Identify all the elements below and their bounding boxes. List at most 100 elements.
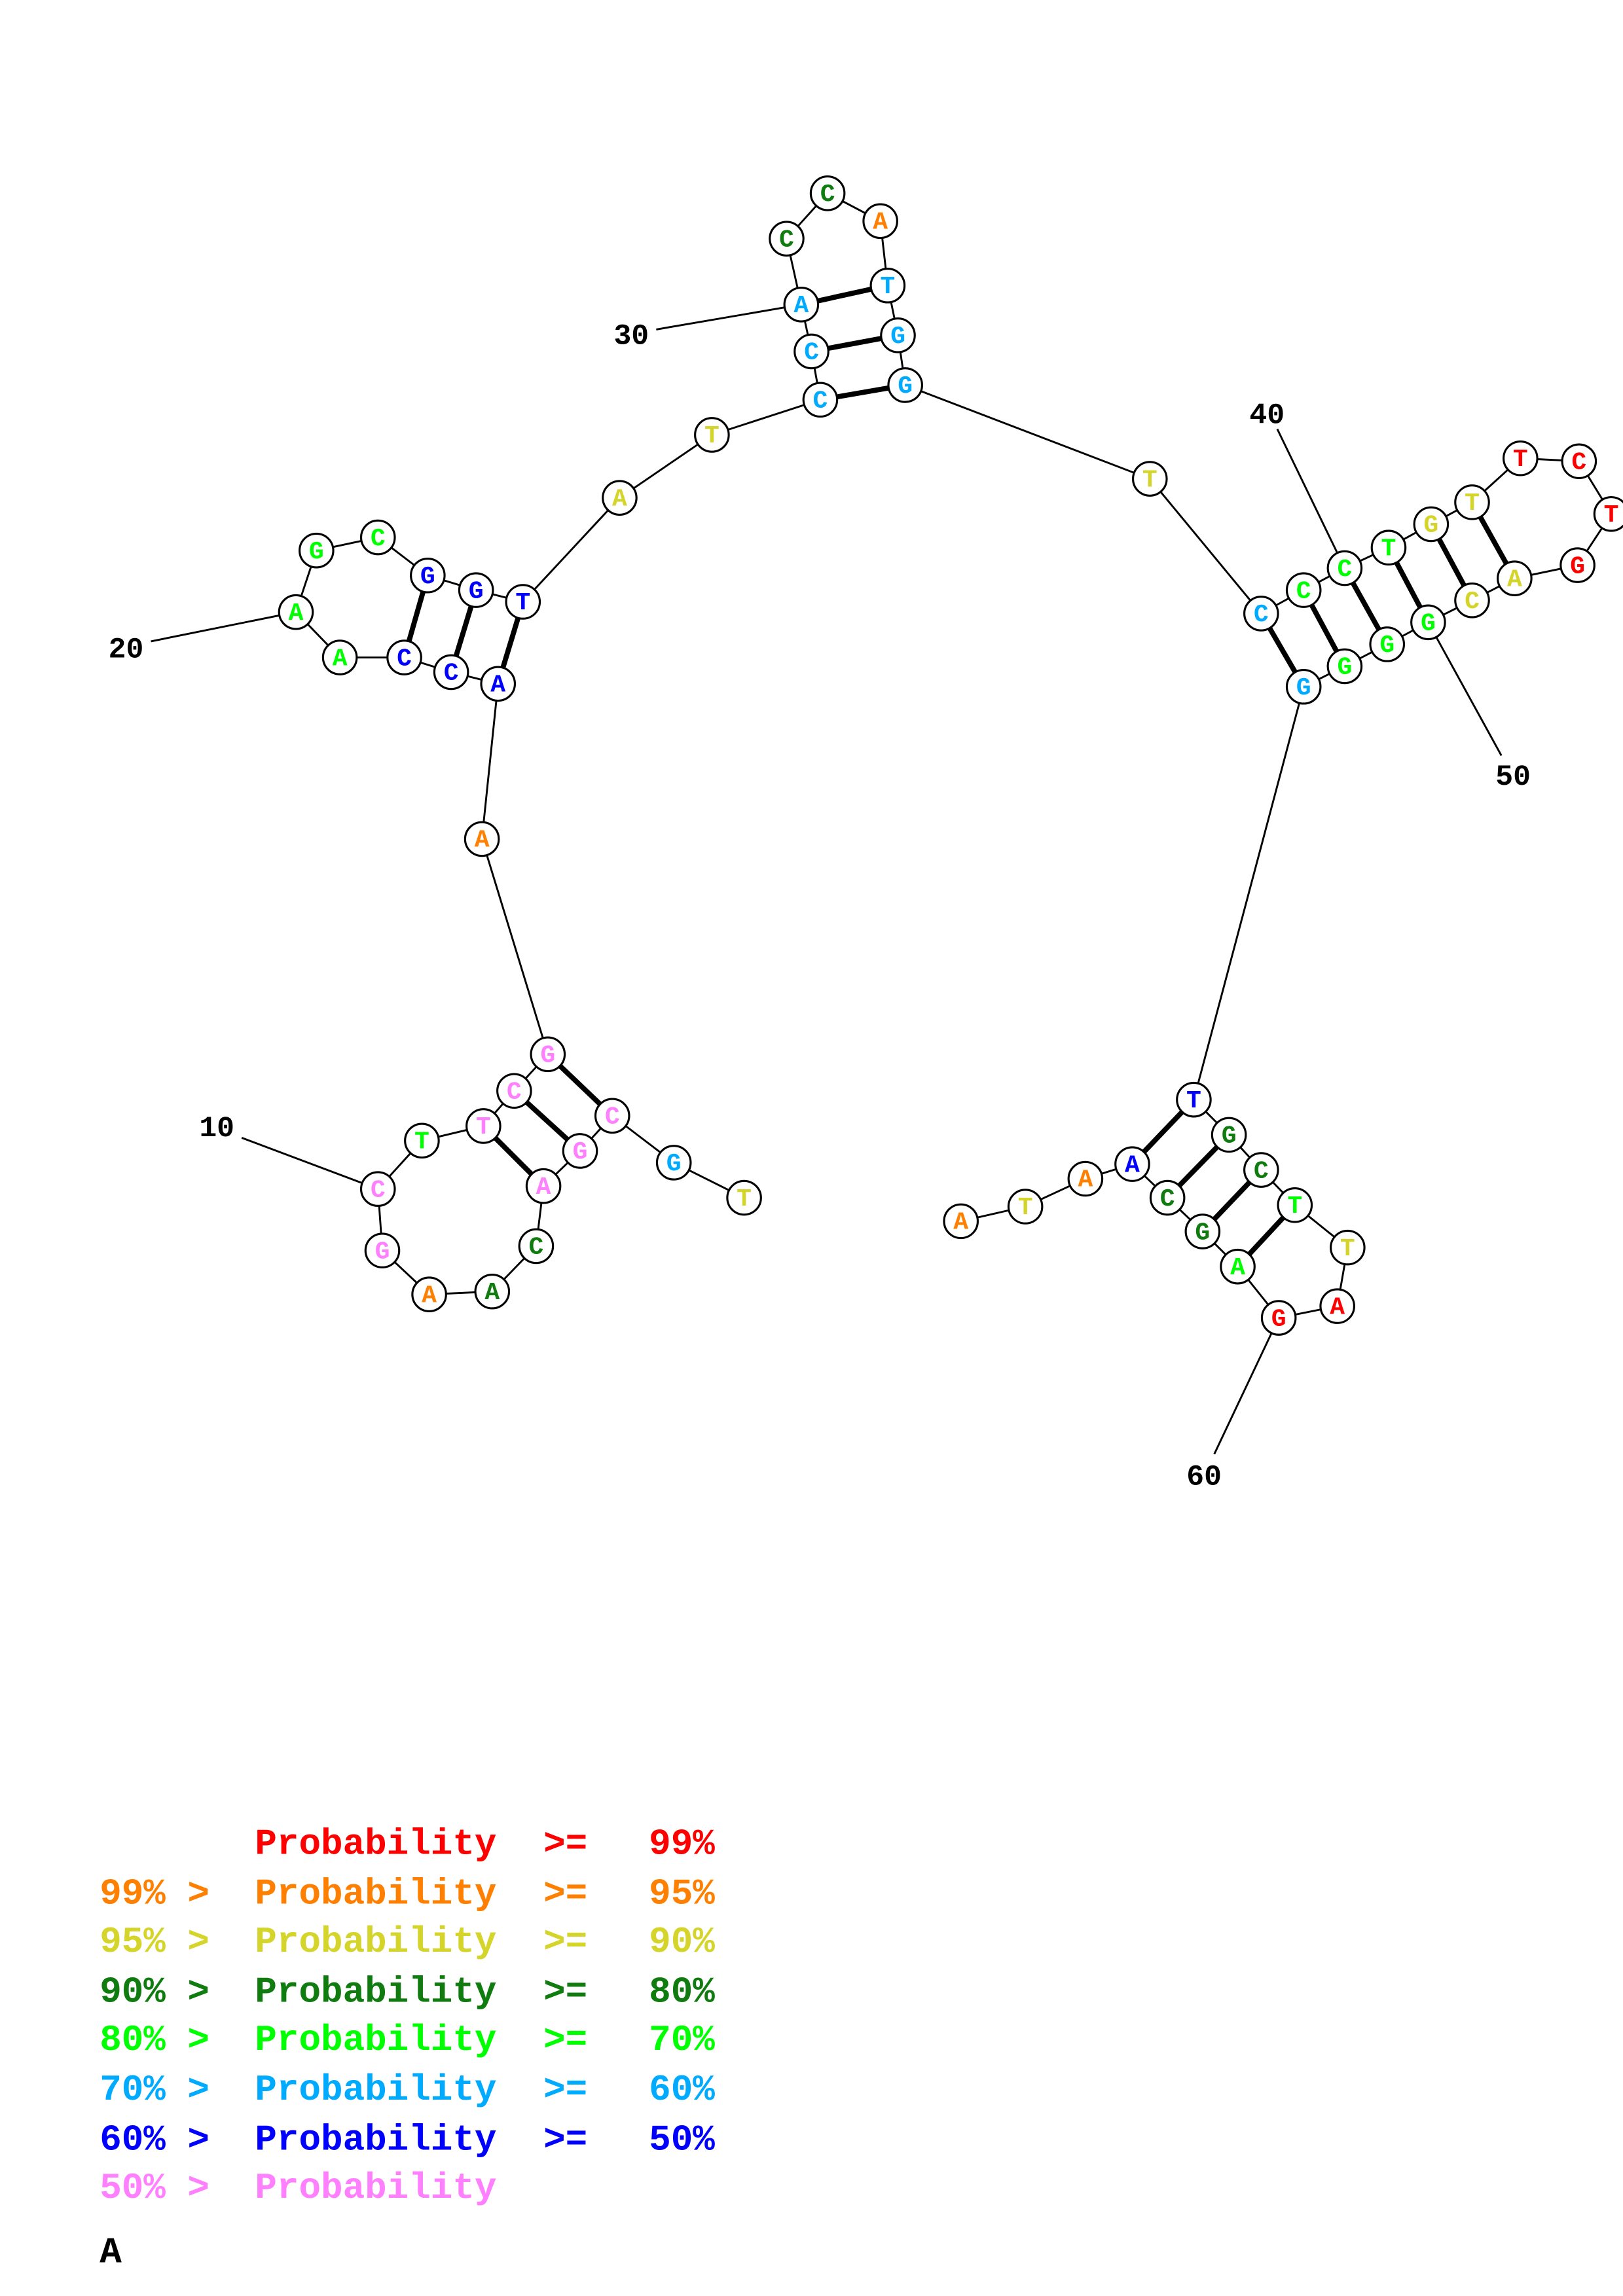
nucleotide-letter: C [397, 645, 412, 673]
nucleotide-circle [1559, 547, 1596, 583]
legend-value: 80% [649, 1971, 715, 2013]
nucleotide: A [862, 203, 898, 240]
nucleotide: G [364, 1232, 401, 1268]
nucleotide-circle [1454, 484, 1490, 520]
backbone-segment [711, 399, 821, 436]
legend-op: >= [543, 1823, 587, 1865]
nucleotide-letter: A [475, 827, 490, 855]
nucleotide-circle [1211, 1117, 1247, 1153]
nucleotide-circle [505, 584, 541, 620]
nucleotide-letter: G [666, 1150, 682, 1178]
nucleotide-letter: C [444, 660, 459, 688]
nucleotide: T [1176, 1081, 1212, 1118]
nucleotide-circle [769, 221, 805, 257]
nucleotide-letter: A [1507, 565, 1522, 594]
nucleotide-letter: A [612, 485, 627, 513]
nucleotide-letter: A [873, 209, 888, 237]
nucleotide: T [1007, 1189, 1044, 1225]
nucleotide: T [869, 267, 906, 304]
backbone-segment [905, 384, 1150, 480]
nucleotide-letter: A [289, 600, 304, 628]
nucleotide-letter: G [375, 1238, 390, 1266]
panel-label: A [100, 2232, 122, 2274]
nucleotide: G [1285, 668, 1322, 705]
nucleotide-letter: G [1423, 512, 1438, 540]
legend-prefix: 60% > [100, 2119, 210, 2161]
nucleotide: A [943, 1203, 979, 1240]
nucleotide-circle [943, 1203, 979, 1240]
nucleotide: C [1326, 550, 1363, 586]
nucleotide: C [1243, 1152, 1279, 1188]
nucleotide: A [1114, 1146, 1150, 1182]
nucleotide: A [278, 594, 314, 630]
nucleotide-circle [1285, 668, 1322, 705]
nucleotide: C [802, 382, 839, 418]
nucleotide-letter: A [490, 672, 505, 700]
legend-value: 99% [649, 1823, 715, 1865]
nucleotide: G [1260, 1300, 1297, 1336]
nucleotide: G [562, 1133, 598, 1169]
legend-row: 80% >Probability>=70% [100, 2019, 715, 2061]
position-label: 30 [613, 321, 649, 353]
nucleotide: A [474, 1273, 511, 1310]
position-label: 10 [199, 1113, 234, 1145]
nucleotide-letter: C [1571, 448, 1586, 476]
nucleotide: T [1593, 495, 1623, 532]
legend-value: 95% [649, 1873, 715, 1914]
nucleotide: C [433, 654, 469, 691]
nucleotide-circle [1132, 461, 1168, 497]
nucleotide-circle [1497, 560, 1533, 597]
nucleotide-letter: C [779, 226, 794, 254]
nucleotide-letter: T [1513, 446, 1528, 474]
nucleotide: C [769, 221, 805, 257]
nucleotide-circle [530, 1036, 566, 1073]
nucleotide-circle [793, 333, 830, 370]
probability-legend: Probability>=99%99% >Probability>=95%95%… [100, 1823, 715, 2209]
nucleotide-letter: A [793, 292, 809, 320]
legend-prefix: 50% > [100, 2167, 210, 2209]
nucleotide: C [594, 1098, 630, 1134]
nucleotide: C [1243, 596, 1279, 632]
nucleotide-circle [1326, 550, 1363, 586]
nucleotide-circle [433, 654, 469, 691]
nucleotide-letter: T [1381, 535, 1396, 563]
backbone-segment [481, 683, 500, 840]
nucleotide-circle [1503, 440, 1539, 476]
legend-op: >= [543, 1921, 587, 1963]
nucleotide: T [1370, 529, 1407, 566]
backbone-segment [481, 838, 549, 1055]
legend-prefix: 90% > [100, 1971, 210, 2013]
nucleotide-letter: G [898, 372, 913, 401]
nucleotide-letter: T [737, 1185, 752, 1213]
position-label-line [241, 1136, 378, 1191]
nucleotide: A [321, 639, 358, 675]
nucleotide: T [726, 1179, 762, 1216]
nucleotide-letter: T [1186, 1087, 1201, 1115]
legend-value: 90% [649, 1921, 715, 1963]
position-label-line [1276, 428, 1346, 569]
nucleotide-circle [802, 382, 839, 418]
nucleotide: A [1497, 560, 1533, 597]
position-label-line [1427, 622, 1503, 757]
nucleotide-circle [465, 1108, 501, 1144]
nucleotide-circle [1593, 495, 1623, 532]
legend-label: Probability [255, 2167, 496, 2209]
nucleotide-letter: C [1296, 577, 1311, 605]
nucleotide: C [359, 1171, 396, 1207]
nucleotide: A [411, 1276, 447, 1313]
nucleotide-letter: C [371, 525, 386, 553]
nucleotide-letter: G [420, 563, 435, 591]
legend-row: Probability>=99% [255, 1823, 715, 1865]
nucleotide-letter: G [1296, 674, 1311, 702]
nucleotide-circle [1149, 1179, 1186, 1216]
nucleotide: G [458, 572, 494, 608]
nucleotide: G [410, 557, 446, 594]
nucleotide-circle [1413, 506, 1450, 543]
nucleotide-circle [1326, 648, 1363, 685]
position-label: 50 [1495, 761, 1531, 794]
legend-label: Probability [255, 2119, 496, 2161]
nucleotide-circle [1370, 529, 1407, 566]
nucleotide: C [793, 333, 830, 370]
nucleotide-circle [1277, 1187, 1313, 1223]
